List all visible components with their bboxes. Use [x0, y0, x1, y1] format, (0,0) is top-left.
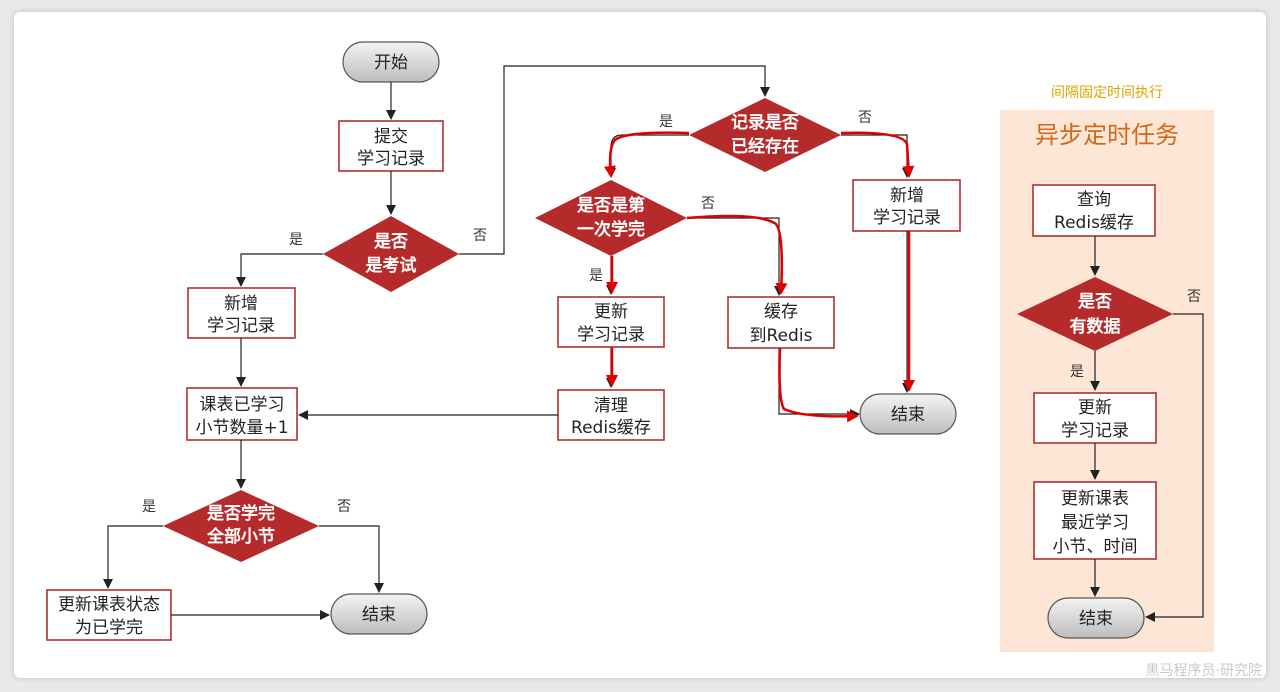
- watermark: 黑马程序员·研究院: [1146, 663, 1262, 678]
- svg-text:新增: 新增: [224, 294, 258, 314]
- svg-text:查询: 查询: [1077, 190, 1111, 210]
- svg-text:结束: 结束: [362, 605, 396, 625]
- label-yes: 是: [142, 499, 156, 515]
- new-record-box-right: 新增 学习记录: [852, 179, 961, 232]
- end-node-async: 结束: [1047, 597, 1145, 639]
- svg-text:是否学完: 是否学完: [207, 503, 275, 524]
- label-yes: 是: [1070, 364, 1084, 380]
- svg-text:学习记录: 学习记录: [207, 316, 275, 336]
- svg-text:更新: 更新: [594, 302, 628, 322]
- svg-text:到Redis: 到Redis: [750, 326, 813, 346]
- async-task-caption: 间隔固定时间执行: [1051, 85, 1163, 101]
- is-exam-decision: 是否 是考试: [323, 216, 459, 292]
- update-record-box-mid: 更新 学习记录: [557, 296, 665, 348]
- svg-text:提交: 提交: [374, 127, 408, 147]
- label-yes: 是: [289, 232, 303, 248]
- label-yes: 是: [589, 268, 603, 284]
- svg-text:已经存在: 已经存在: [731, 136, 799, 157]
- query-redis-box: 查询 Redis缓存: [1032, 184, 1156, 237]
- new-record-box-left: 新增 学习记录: [187, 287, 296, 339]
- svg-text:Redis缓存: Redis缓存: [571, 418, 651, 438]
- svg-text:结束: 结束: [891, 405, 925, 425]
- svg-text:缓存: 缓存: [764, 302, 798, 322]
- svg-text:更新: 更新: [1078, 398, 1112, 418]
- svg-text:全部小节: 全部小节: [206, 526, 275, 547]
- svg-text:为已学完: 为已学完: [75, 618, 143, 638]
- svg-text:是考试: 是考试: [366, 255, 417, 276]
- async-task-title: 异步定时任务: [1035, 121, 1179, 149]
- cache-redis-box: 缓存 到Redis: [727, 296, 835, 349]
- svg-text:清理: 清理: [594, 396, 628, 416]
- update-record-box-async: 更新 学习记录: [1033, 392, 1157, 444]
- svg-text:结束: 结束: [1079, 609, 1113, 629]
- svg-text:小节数量+1: 小节数量+1: [195, 418, 288, 438]
- label-yes: 是: [659, 114, 673, 130]
- svg-text:课表已学习: 课表已学习: [200, 395, 285, 415]
- svg-text:一次学完: 一次学完: [577, 219, 645, 240]
- record-exists-decision: 记录是否 已经存在: [689, 98, 841, 172]
- flowchart-svg: 间隔固定时间执行 异步定时任务 开始 提交 学习记录 是否 是考试 是 否 新增…: [46, 41, 1262, 678]
- svg-text:小节、时间: 小节、时间: [1053, 537, 1138, 557]
- end-node-left: 结束: [330, 593, 428, 635]
- clear-cache-box: 清理 Redis缓存: [557, 389, 665, 441]
- flowchart-canvas: 间隔固定时间执行 异步定时任务 开始 提交 学习记录 是否 是考试 是 否 新增…: [14, 12, 1266, 678]
- svg-text:开始: 开始: [374, 53, 408, 73]
- svg-text:学习记录: 学习记录: [357, 149, 425, 169]
- svg-text:Redis缓存: Redis缓存: [1054, 213, 1134, 233]
- has-data-decision: 是否 有数据: [1017, 277, 1173, 351]
- label-no: 否: [701, 196, 715, 212]
- svg-text:是否: 是否: [374, 232, 408, 252]
- svg-text:新增: 新增: [890, 186, 924, 206]
- label-no: 否: [337, 499, 351, 515]
- svg-text:更新课表状态: 更新课表状态: [58, 595, 160, 615]
- svg-text:学习记录: 学习记录: [1061, 421, 1129, 441]
- svg-text:有数据: 有数据: [1070, 316, 1121, 337]
- label-no: 否: [858, 110, 872, 126]
- update-status-box: 更新课表状态 为已学完: [46, 589, 172, 641]
- svg-text:是否: 是否: [1078, 292, 1112, 312]
- submit-record-box: 提交 学习记录: [338, 120, 444, 172]
- lesson-count-box: 课表已学习 小节数量+1: [186, 387, 298, 441]
- start-node: 开始: [342, 41, 440, 83]
- first-done-decision: 是否是第 一次学完: [535, 180, 687, 256]
- label-no: 否: [1187, 289, 1201, 305]
- update-lesson-box: 更新课表 最近学习 小节、时间: [1033, 481, 1157, 560]
- svg-text:更新课表: 更新课表: [1061, 489, 1129, 509]
- svg-text:学习记录: 学习记录: [577, 325, 645, 345]
- end-node-middle: 结束: [859, 393, 957, 435]
- label-no: 否: [473, 228, 487, 244]
- svg-text:是否是第: 是否是第: [577, 195, 645, 216]
- svg-text:最近学习: 最近学习: [1061, 513, 1129, 533]
- svg-text:记录是否: 记录是否: [731, 113, 799, 133]
- svg-text:学习记录: 学习记录: [873, 208, 941, 228]
- all-done-decision: 是否学完 全部小节: [163, 490, 319, 562]
